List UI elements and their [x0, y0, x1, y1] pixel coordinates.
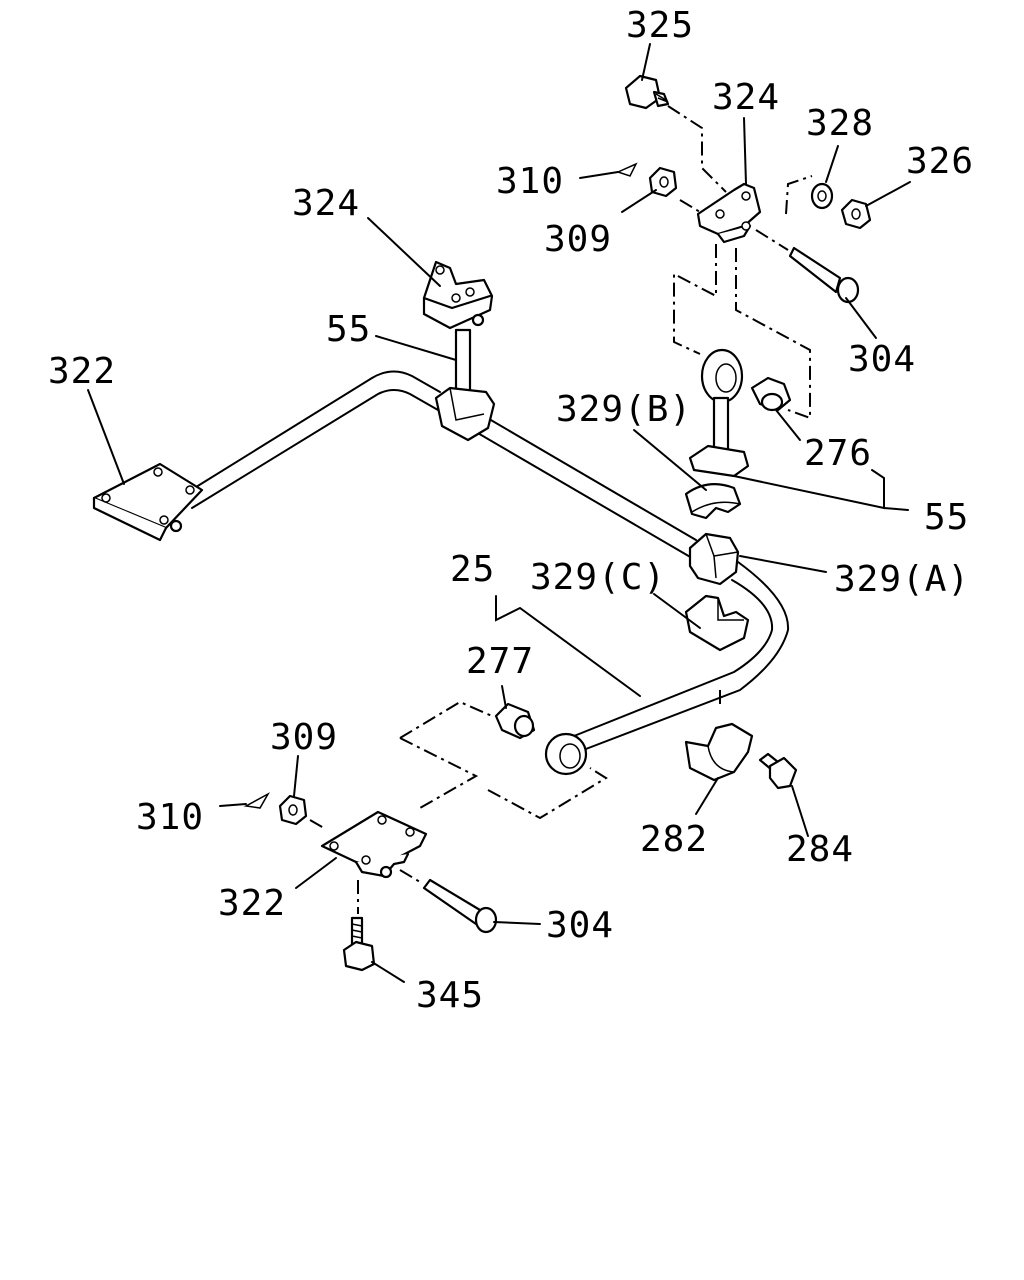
callout-309-bottom: 309 — [270, 717, 339, 758]
bushing-277 — [494, 702, 536, 740]
cotter-pin-bottom — [243, 792, 270, 809]
bolt-345 — [342, 916, 376, 972]
callout-55-upper: 55 — [326, 309, 372, 350]
stabilizer-bar — [187, 370, 790, 753]
callout-310-bottom: 310 — [136, 797, 205, 838]
alignment-lines — [309, 105, 813, 914]
callout-325-top: 325 — [626, 5, 695, 46]
pin-304-top — [788, 246, 860, 304]
callout-326: 326 — [906, 141, 975, 182]
callout-25: 25 — [450, 549, 496, 590]
upper-right-bracket — [696, 182, 762, 244]
cotter-pin-top — [615, 162, 638, 177]
callout-304-bottom: 304 — [546, 905, 615, 946]
callout-277: 277 — [466, 641, 535, 682]
bar-end-eye — [544, 732, 588, 776]
nut-309-top — [648, 166, 678, 198]
clamp-282 — [684, 722, 754, 782]
bushing-276 — [750, 376, 792, 412]
washer-328 — [810, 182, 834, 210]
bottom-mount-plate — [320, 810, 428, 879]
callout-282: 282 — [640, 819, 709, 860]
left-mount-plate — [92, 462, 204, 542]
bolt-325 — [624, 74, 670, 110]
callout-55-right: 55 — [924, 497, 970, 538]
upper-left-bracket — [422, 260, 494, 330]
nut-326 — [840, 198, 872, 230]
callout-324-top: 324 — [712, 77, 781, 118]
callout-276: 276 — [804, 433, 873, 474]
callout-328: 328 — [806, 103, 875, 144]
callout-284: 284 — [786, 829, 855, 870]
callout-329b: 329(B) — [556, 389, 693, 430]
link-rod-upper — [434, 328, 496, 442]
bushing-329a — [688, 532, 740, 586]
callout-345: 345 — [416, 975, 485, 1016]
callout-309-top: 309 — [544, 219, 613, 260]
bolt-284 — [758, 752, 798, 790]
bushing-329c — [684, 594, 750, 652]
callout-329a: 329(A) — [834, 559, 971, 600]
pin-304-bottom — [422, 878, 498, 934]
link-rod-right — [688, 348, 750, 478]
bushing-329b — [684, 483, 742, 520]
nut-309-bottom — [278, 794, 308, 826]
callout-322-left: 322 — [48, 351, 117, 392]
callout-322-bottom: 322 — [218, 883, 287, 924]
leader-lines — [87, 43, 911, 983]
callout-310-top: 310 — [496, 161, 565, 202]
callout-329c: 329(C) — [530, 557, 667, 598]
callout-304-top: 304 — [848, 339, 917, 380]
callout-324-left: 324 — [292, 183, 361, 224]
